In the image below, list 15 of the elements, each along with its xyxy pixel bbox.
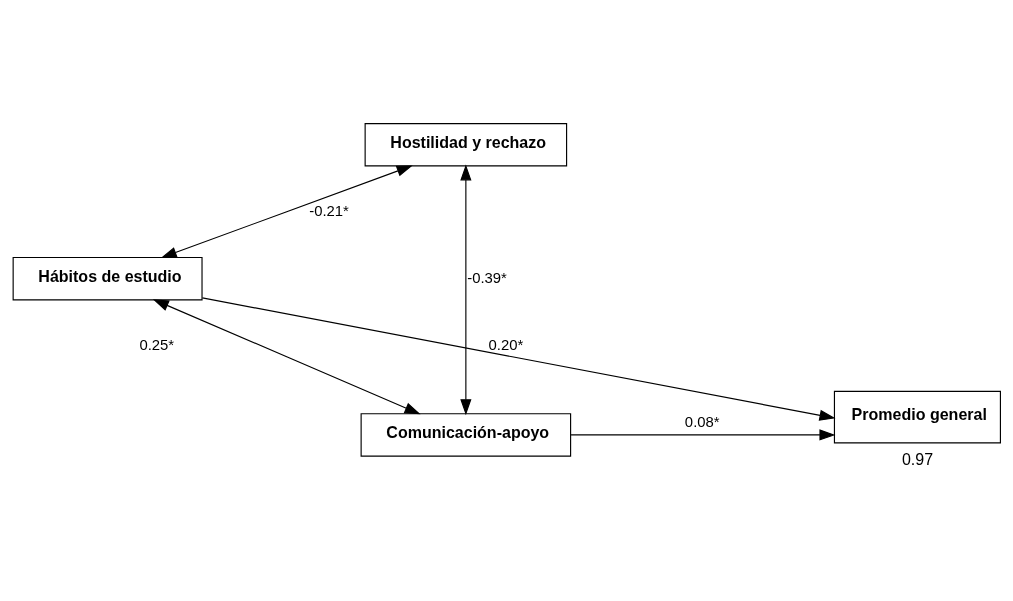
edge-label: -0.39* — [467, 269, 507, 286]
arrow — [201, 296, 836, 421]
arrow — [152, 298, 421, 414]
node-box: Hábitos de estudio — [12, 256, 203, 300]
node-label: 0.97 — [901, 449, 934, 468]
edge-label: 0.25* — [139, 336, 175, 353]
edge-label: 0.20* — [488, 336, 524, 353]
node-box: Hostilidad y rechazo — [364, 122, 568, 166]
arrow — [160, 164, 413, 258]
arrow — [460, 163, 472, 415]
edge-label: -0.21* — [309, 202, 349, 219]
node-box: Comunicación-apoyo — [360, 412, 572, 457]
edge-label: 0.08* — [684, 413, 720, 430]
arrow — [570, 428, 836, 441]
node-box: Promedio general — [833, 390, 1001, 443]
